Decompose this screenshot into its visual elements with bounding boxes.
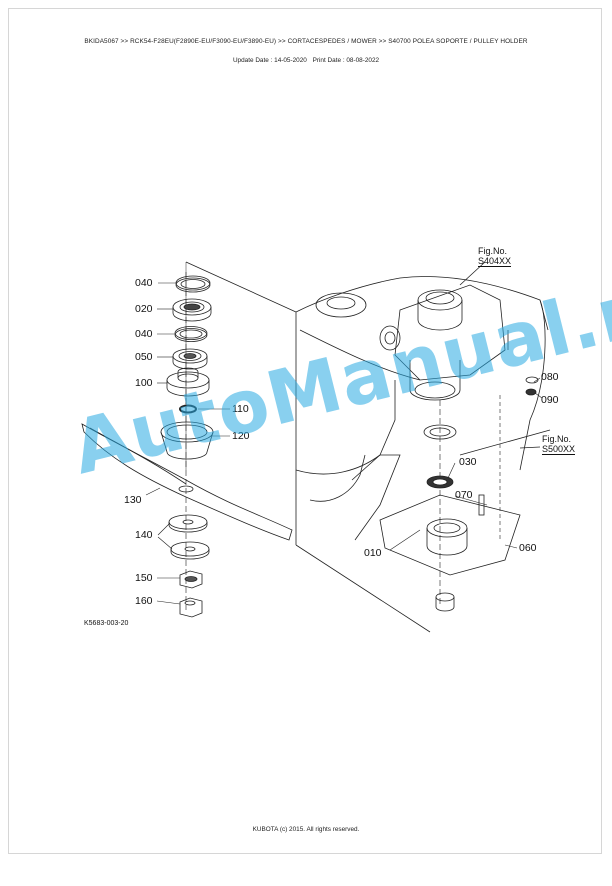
fig-ref-s404xx[interactable]: Fig.No. S404XX bbox=[478, 246, 512, 267]
fig-ref-title: Fig.No. bbox=[478, 246, 508, 256]
part-label-120: 120 bbox=[232, 430, 250, 442]
part-label-110: 110 bbox=[232, 403, 249, 415]
update-date: Update Date : 14-05-2020 bbox=[232, 57, 307, 64]
breadcrumb: BKIDA5067 >> RCK54-F28EU(F2890E-EU/F3090… bbox=[84, 38, 528, 45]
snap-ring-040-top-drawing bbox=[175, 275, 211, 293]
part-label-010: 010 bbox=[364, 547, 382, 559]
bearing-020-drawing bbox=[172, 298, 212, 322]
fig-ref-title: Fig.No. bbox=[542, 434, 572, 444]
snap-ring-040-drawing bbox=[174, 326, 208, 342]
blade-130-drawing bbox=[81, 423, 293, 541]
part-label-050: 050 bbox=[135, 351, 153, 363]
part-label-060: 060 bbox=[519, 542, 537, 554]
footer-copyright: KUBOTA (c) 2015. All rights reserved. bbox=[252, 826, 360, 833]
bearing-050-drawing bbox=[172, 348, 208, 370]
nut-150-drawing bbox=[179, 570, 203, 589]
part-label-070: 070 bbox=[455, 489, 473, 501]
drawing-code: K5683-003-20 bbox=[84, 620, 129, 627]
washers-140-drawing bbox=[168, 514, 210, 560]
leader-lines-right bbox=[389, 377, 543, 551]
fig-ref-code: S500XX bbox=[542, 444, 576, 455]
part-label-090: 090 bbox=[541, 394, 559, 406]
cup-120-drawing bbox=[160, 421, 214, 460]
fig-ref-s500xx[interactable]: Fig.No. S500XX bbox=[542, 434, 576, 455]
part-label-140: 140 bbox=[135, 529, 153, 541]
hub-100-drawing bbox=[166, 367, 210, 397]
part-label-030: 030 bbox=[459, 456, 477, 468]
part-label-020: 020 bbox=[135, 303, 153, 315]
nut-160-drawing bbox=[179, 597, 203, 618]
part-label-150: 150 bbox=[135, 572, 153, 584]
part-label-100: 100 bbox=[135, 377, 153, 389]
seal-110-drawing bbox=[179, 404, 197, 414]
print-date: Print Date : 08-08-2022 bbox=[312, 57, 380, 64]
page-frame bbox=[8, 8, 602, 854]
leader-lines-left bbox=[145, 282, 230, 605]
deck-assembly-drawing bbox=[295, 261, 551, 633]
date-line: Update Date : 14-05-2020 Print Date : 08… bbox=[0, 57, 612, 64]
part-label-130: 130 bbox=[124, 494, 142, 506]
part-label-040: 040 bbox=[135, 328, 153, 340]
fig-ref-code: S404XX bbox=[478, 256, 512, 267]
part-label-040-top: 040 bbox=[135, 277, 153, 289]
part-label-160: 160 bbox=[135, 595, 153, 607]
part-label-080: 080 bbox=[541, 371, 559, 383]
